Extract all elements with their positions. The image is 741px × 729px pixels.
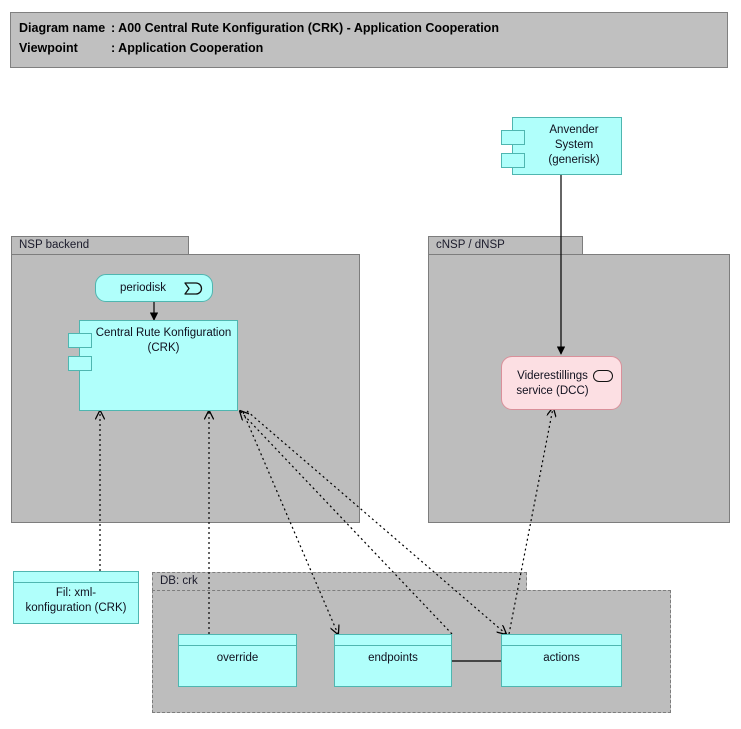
node-fil-xml-konfiguration[interactable]: Fil: xml- konfiguration (CRK): [13, 571, 139, 624]
crk-line1: Central Rute Konfiguration: [95, 327, 232, 339]
node-fil-xml-label: Fil: xml- konfiguration (CRK): [17, 586, 135, 616]
override-header-bar: [179, 635, 296, 646]
component-lug-top: [501, 130, 525, 145]
dcc-line1: Viderestillings: [517, 370, 588, 382]
group-nsp-backend-label: NSP backend: [11, 236, 189, 255]
crk-lug-bottom: [68, 356, 92, 371]
crk-line2: (CRK): [147, 342, 180, 354]
node-endpoints[interactable]: endpoints: [334, 634, 452, 687]
diagram-name-value: : A00 Central Rute Konfiguration (CRK) -…: [111, 21, 499, 35]
endpoints-header-bar: [335, 635, 451, 646]
node-actions[interactable]: actions: [501, 634, 622, 687]
node-periodisk-label: periodisk: [119, 282, 167, 294]
data-object-header-bar: [14, 572, 138, 583]
fil-xml-line1: Fil: xml-: [55, 587, 97, 599]
service-icon: [593, 370, 613, 382]
diagram-header-banner: Diagram name : A00 Central Rute Konfigura…: [10, 12, 728, 68]
node-anvender-system-label: Anvender System (generisk): [531, 123, 617, 168]
node-override[interactable]: override: [178, 634, 297, 687]
viewpoint-row: Viewpoint : Application Cooperation: [19, 38, 727, 58]
fil-xml-line2: konfiguration (CRK): [25, 602, 127, 614]
actions-header-bar: [502, 635, 621, 646]
node-crk-label: Central Rute Konfiguration (CRK): [94, 326, 233, 356]
anvender-system-line1: Anvender System: [549, 124, 599, 151]
diagram-name-label: Diagram name: [19, 21, 106, 35]
dcc-line2: service (DCC): [516, 385, 589, 397]
crk-lug-top: [68, 333, 92, 348]
node-crk[interactable]: Central Rute Konfiguration (CRK): [68, 320, 238, 411]
anvender-system-line2: (generisk): [548, 154, 600, 166]
component-lug-bottom: [501, 153, 525, 168]
node-anvender-system[interactable]: Anvender System (generisk): [501, 117, 622, 175]
group-cnsp-dnsp-label: cNSP / dNSP: [428, 236, 583, 255]
event-icon: [184, 282, 203, 295]
node-override-label: override: [216, 652, 259, 664]
node-dcc-label: Viderestillings service (DCC): [506, 369, 599, 399]
group-db-crk-label: DB: crk: [152, 572, 527, 591]
viewpoint-value: : Application Cooperation: [111, 41, 264, 55]
diagram-name-row: Diagram name : A00 Central Rute Konfigura…: [19, 18, 727, 38]
viewpoint-label: Viewpoint: [19, 41, 78, 55]
node-endpoints-label: endpoints: [368, 652, 418, 664]
node-dcc[interactable]: Viderestillings service (DCC): [501, 356, 622, 410]
node-actions-label: actions: [543, 652, 580, 664]
node-periodisk[interactable]: periodisk: [95, 274, 213, 302]
